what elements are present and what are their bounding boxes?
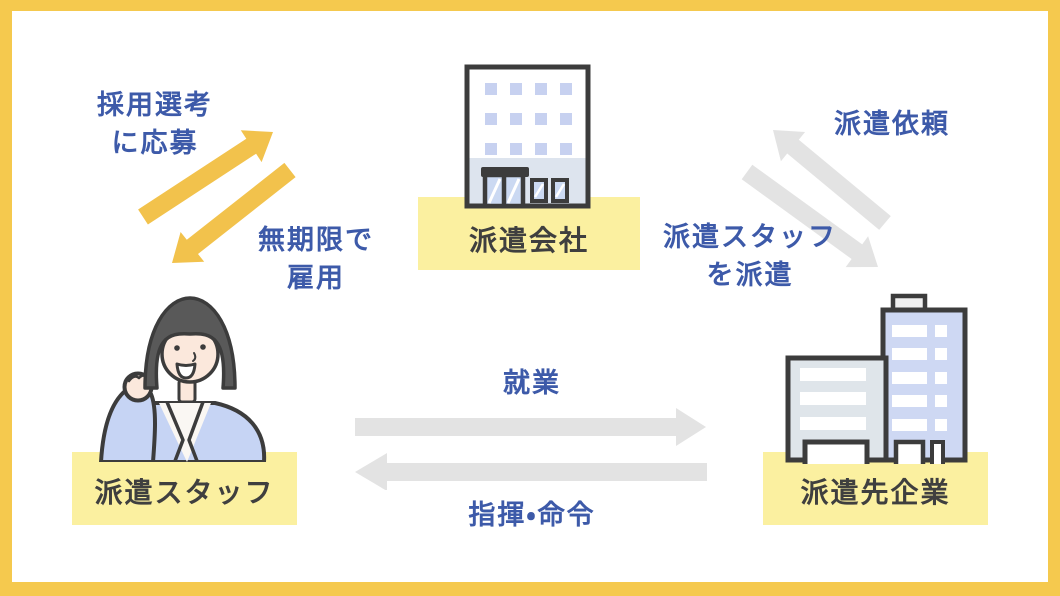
work-label-line1: 就業: [503, 368, 561, 398]
command-label: 指揮・命令: [468, 496, 595, 534]
staff-label-text: 派遣スタッフ: [94, 476, 275, 508]
nose: [192, 352, 197, 362]
arrow-down-left-icon: [172, 162, 296, 263]
arrow-left-icon: [355, 453, 707, 490]
mouth: [175, 362, 197, 380]
building-entrance: [481, 167, 569, 209]
right-eye: [200, 344, 206, 350]
office-building-icon: [464, 64, 591, 209]
left-eye: [174, 345, 180, 351]
dispatch-label: 派遣スタッフ を派遣: [663, 218, 837, 294]
arrow-right-icon: [355, 408, 706, 446]
apply-label-line1: 採用選考: [97, 90, 213, 120]
female-staff-icon: [99, 296, 267, 462]
client-label-text: 派遣先企業: [800, 476, 951, 508]
work-command-arrows-icon: [355, 408, 707, 490]
request-dispatch-arrows-icon: [741, 130, 891, 268]
employ-label: 無期限で 雇用: [258, 221, 374, 297]
tall-building-windows: [892, 325, 947, 431]
employ-label-line2: 雇用: [287, 263, 345, 293]
hair: [143, 296, 237, 390]
dispatch-label-line2: を派遣: [706, 260, 794, 290]
arrow-up-left-icon: [773, 130, 891, 230]
apply-label: 採用選考 に応募: [97, 86, 213, 162]
building-windows: [485, 83, 572, 155]
short-building-windows: [800, 368, 866, 430]
company-label-text: 派遣会社: [468, 224, 589, 256]
jacket-lapels: [165, 401, 205, 462]
employ-label-line1: 無期限で: [258, 225, 374, 255]
city-buildings-icon: [785, 293, 968, 464]
work-label: 就業: [503, 364, 561, 402]
building-doorways: [802, 439, 945, 464]
request-label: 派遣依頼: [834, 105, 950, 143]
apply-employ-arrows-icon: [138, 130, 296, 263]
staff-label-box: 派遣スタッフ: [72, 452, 297, 525]
client-label-box: 派遣先企業: [763, 452, 988, 525]
command-label-line1: 指揮・命令: [468, 500, 596, 530]
arrow-down-right-icon: [741, 164, 878, 268]
apply-label-line2: に応募: [111, 128, 199, 158]
request-label-line1: 派遣依頼: [834, 109, 950, 139]
company-label-box: 派遣会社: [418, 197, 640, 270]
arrow-up-right-icon: [138, 130, 273, 225]
dispatch-label-line1: 派遣スタッフ: [663, 222, 837, 252]
